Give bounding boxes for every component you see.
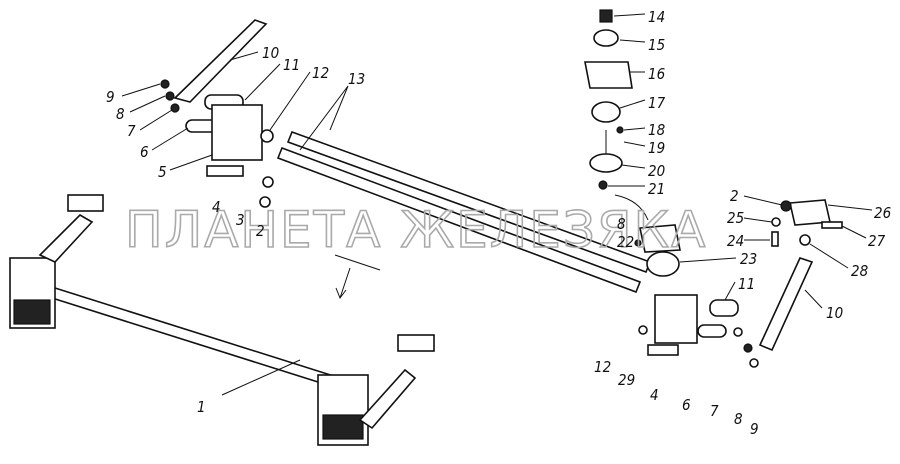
callout: 4 [650, 386, 659, 404]
callout: 1 [197, 398, 206, 416]
callout: 26 [874, 204, 891, 222]
callout: 9 [750, 420, 759, 438]
callout: 10 [826, 304, 843, 322]
callout: 18 [648, 121, 665, 139]
torsion-bars [276, 130, 652, 294]
callout: 15 [648, 36, 665, 54]
callout-labels: 10 11 12 13 9 8 7 6 5 4 3 2 14 15 16 17 … [106, 8, 891, 438]
callout: 8 [116, 105, 125, 123]
callout: 2 [256, 222, 265, 240]
callout: 6 [682, 396, 691, 414]
callout: 14 [648, 8, 665, 26]
left-bracket-parts [160, 19, 274, 208]
callout: 22 [617, 233, 634, 251]
right-bracket-parts [638, 257, 814, 368]
callout: 9 [106, 88, 115, 106]
callout: 11 [283, 56, 300, 74]
callout: 5 [158, 163, 167, 181]
callout: 7 [127, 122, 136, 140]
callout: 10 [262, 44, 279, 62]
callout: 2 [730, 187, 739, 205]
direction-line [334, 254, 381, 271]
callout: 8 [617, 215, 626, 233]
callout: 16 [648, 65, 665, 83]
leader-lines [121, 13, 873, 396]
callout: 24 [727, 232, 744, 250]
callout: 21 [648, 180, 665, 198]
watermark: ПЛАНЕТА ЖЕЛЕЗЯКА [125, 201, 707, 259]
callout: 29 [618, 371, 635, 389]
callout: 7 [710, 402, 719, 420]
callout: 8 [734, 410, 743, 428]
callout: 11 [738, 275, 755, 293]
mount-stack [584, 9, 843, 277]
assembly-arrow-icon [614, 194, 649, 221]
callout: 20 [648, 162, 665, 180]
direction-arrow-icon [335, 267, 351, 300]
callout: 27 [868, 232, 886, 250]
axle-assembly [9, 194, 435, 446]
callout: 19 [648, 139, 665, 157]
callout: 28 [851, 262, 868, 280]
callout: 25 [727, 209, 744, 227]
callout: 13 [348, 70, 365, 88]
callout: 12 [594, 358, 611, 376]
callout: 17 [648, 94, 666, 112]
callout: 23 [740, 250, 757, 268]
callout: 3 [236, 211, 245, 229]
callout: 6 [140, 143, 149, 161]
callout: 4 [212, 198, 221, 216]
callout: 12 [312, 64, 329, 82]
